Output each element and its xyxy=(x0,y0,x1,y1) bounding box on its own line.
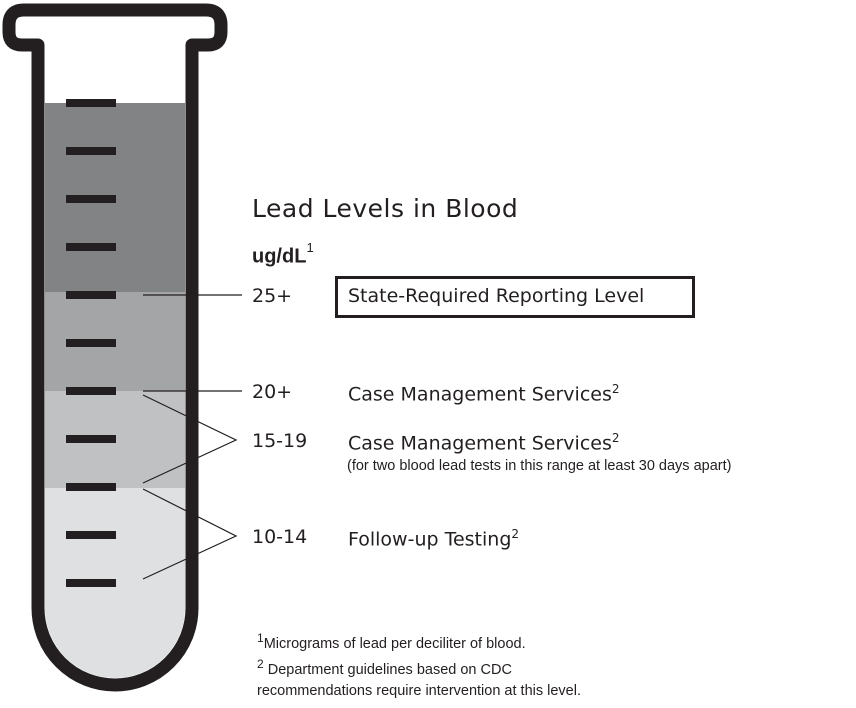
tick-mark xyxy=(66,195,116,203)
tick-mark xyxy=(66,99,116,107)
level-15-19-note: (for two blood lead tests in this range … xyxy=(347,458,732,474)
tick-mark xyxy=(66,291,116,299)
level-20-description: Case Management Services2 xyxy=(348,383,620,404)
level-25-description: State-Required Reporting Level xyxy=(348,287,644,306)
tick-mark xyxy=(66,579,116,587)
unit-text: ug/dL xyxy=(252,245,307,268)
level-20-footnote-ref: 2 xyxy=(611,382,620,396)
footnote-1: 1Micrograms of lead per deciliter of blo… xyxy=(257,632,526,651)
diagram-title: Lead Levels in Blood xyxy=(252,194,519,223)
footnote-2-text: Department guidelines based on CDC xyxy=(263,661,512,678)
footnote-2-continued-text: recommendations require intervention at … xyxy=(257,683,581,699)
tick-mark xyxy=(66,483,116,491)
level-15-19: 15-19 xyxy=(252,430,308,452)
tick-mark xyxy=(66,339,116,347)
tick-mark xyxy=(66,243,116,251)
footnote-2: 2 Department guidelines based on CDC xyxy=(257,658,512,677)
level-15-19-footnote-ref: 2 xyxy=(611,431,620,445)
level-15-19-description: Case Management Services2 xyxy=(348,432,620,453)
measurement-ticks xyxy=(66,99,116,587)
level-15-19-description-text: Case Management Services xyxy=(348,432,612,455)
unit-footnote-ref: 1 xyxy=(306,240,314,255)
footnote-2-continued: recommendations require intervention at … xyxy=(257,684,581,699)
footnote-1-text: Micrograms of lead per deciliter of bloo… xyxy=(263,635,526,652)
tick-mark xyxy=(66,387,116,395)
level-20-plus: 20+ xyxy=(252,381,293,403)
tick-mark xyxy=(66,531,116,539)
leader-line-10-14 xyxy=(142,488,238,580)
leader-line-15-19 xyxy=(142,394,238,484)
footnote-2-ref: 2 xyxy=(257,657,264,671)
level-10-14-description-text: Follow-up Testing xyxy=(348,528,512,551)
reporting-level-box xyxy=(335,276,695,318)
tick-mark xyxy=(66,435,116,443)
tube-outline xyxy=(2,3,228,692)
blood-fill xyxy=(45,103,185,678)
level-10-14-footnote-ref: 2 xyxy=(511,527,520,541)
band-10-14 xyxy=(45,488,185,678)
level-10-14: 10-14 xyxy=(252,526,308,548)
footnote-1-ref: 1 xyxy=(257,631,264,645)
unit-label: ug/dL1 xyxy=(252,241,314,268)
level-20-description-text: Case Management Services xyxy=(348,383,612,406)
level-25-description-text: State-Required Reporting Level xyxy=(348,285,645,307)
level-10-14-description: Follow-up Testing2 xyxy=(348,528,519,549)
tick-mark xyxy=(66,147,116,155)
level-25-plus: 25+ xyxy=(252,285,293,307)
leader-lines xyxy=(142,294,242,580)
